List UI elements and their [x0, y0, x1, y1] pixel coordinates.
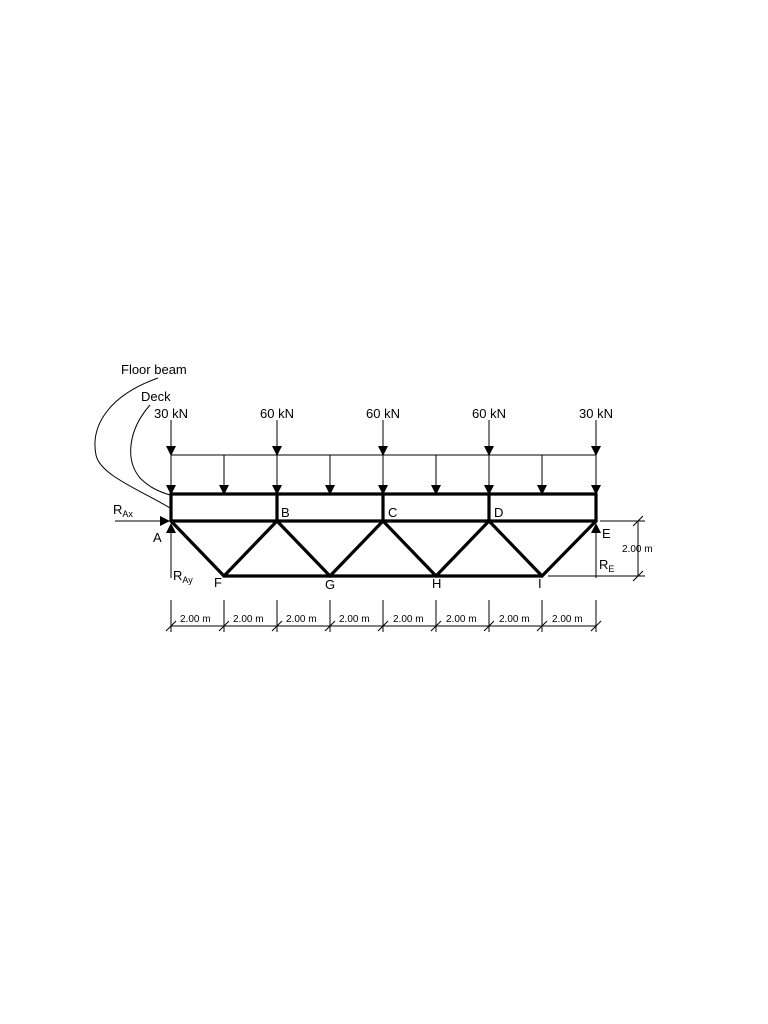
reaction-re-label: RE [599, 557, 614, 574]
span-label-8: 2.00 m [552, 614, 583, 625]
span-label-4: 2.00 m [339, 614, 370, 625]
tick-mark [218, 620, 230, 632]
load-label-b: 60 kN [260, 406, 294, 421]
node-label-d: D [494, 505, 503, 520]
reaction-rax-label: RAx [113, 502, 133, 519]
tick-mark [632, 570, 644, 582]
reaction-ray-label: RAy [173, 568, 193, 585]
height-dimension-label: 2.00 m [622, 544, 653, 555]
point-loads [166, 420, 601, 456]
height-dimension [548, 515, 645, 582]
node-label-e: E [602, 526, 611, 541]
span-label-6: 2.00 m [446, 614, 477, 625]
tick-mark [271, 620, 283, 632]
floor-beam [169, 492, 598, 523]
span-label-1: 2.00 m [180, 614, 211, 625]
span-dimensions [165, 600, 602, 632]
member-ie [540, 519, 598, 578]
span-label-7: 2.00 m [499, 614, 530, 625]
tick-mark [632, 515, 644, 527]
floor-beam-leader [94, 377, 171, 509]
load-label-c: 60 kN [366, 406, 400, 421]
deck-leader [130, 404, 171, 496]
tick-mark [165, 620, 177, 632]
member-bg [275, 519, 332, 578]
node-label-f: F [214, 575, 222, 590]
node-label-c: C [388, 505, 397, 520]
node-label-a: A [153, 530, 162, 545]
floor-beam-arrows [166, 455, 601, 495]
truss-members [169, 519, 598, 578]
node-label-h: H [432, 576, 441, 591]
load-label-d: 60 kN [472, 406, 506, 421]
tick-mark [483, 620, 495, 632]
span-label-3: 2.00 m [286, 614, 317, 625]
member-af [169, 519, 226, 578]
node-label-i: I [538, 576, 542, 591]
member-fb [222, 519, 279, 578]
node-label-g: G [325, 577, 335, 592]
span-label-2: 2.00 m [233, 614, 264, 625]
member-hd [434, 519, 491, 578]
tick-mark [590, 620, 602, 632]
member-di [487, 519, 544, 578]
span-label-5: 2.00 m [393, 614, 424, 625]
tick-mark [430, 620, 442, 632]
member-gc [328, 519, 385, 578]
tick-mark [324, 620, 336, 632]
node-label-b: B [281, 505, 290, 520]
member-ch [381, 519, 438, 578]
tick-mark [536, 620, 548, 632]
tick-mark [377, 620, 389, 632]
load-label-a: 30 kN [154, 406, 188, 421]
load-label-e: 30 kN [579, 406, 613, 421]
deck-callout: Deck [141, 389, 171, 404]
floor-beam-callout: Floor beam [121, 362, 187, 377]
